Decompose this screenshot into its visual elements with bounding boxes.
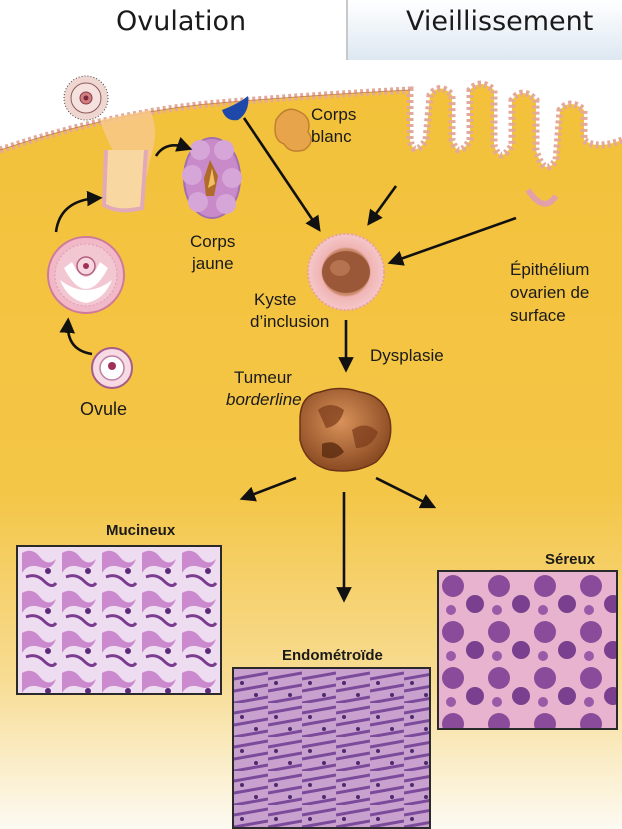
- label-kyste-line1: Kyste: [254, 290, 297, 310]
- inclusion-cyst: [308, 234, 384, 310]
- label-corps-jaune-line1: Corps: [190, 232, 235, 252]
- label-epithelium-line3: surface: [510, 306, 566, 326]
- header-vieillissement: Vieillissement: [406, 6, 593, 37]
- label-endometrioide: Endométroïde: [282, 646, 383, 666]
- label-corps-blanc-line2: blanc: [311, 127, 352, 147]
- label-mucineux: Mucineux: [106, 521, 175, 541]
- label-epithelium-line2: ovarien de: [510, 283, 589, 303]
- header-ovulation: Ovulation: [116, 6, 246, 37]
- histology-endometrioide-image: [232, 667, 431, 829]
- histology-sereux-image: [437, 570, 618, 730]
- label-sereux: Séreux: [545, 550, 595, 570]
- histology-mucineux-image: [16, 545, 222, 695]
- label-corps-blanc-line1: Corps: [311, 105, 356, 125]
- label-tumeur-line1: Tumeur: [234, 368, 292, 388]
- borderline-tumor: [300, 389, 391, 472]
- label-tumeur-line2: borderline: [226, 390, 302, 410]
- label-corps-jaune-line2: jaune: [192, 254, 234, 274]
- label-ovule: Ovule: [80, 399, 127, 419]
- follicle-growing: [48, 237, 124, 313]
- corps-jaune-cell: [182, 138, 242, 218]
- label-epithelium-line1: Épithélium: [510, 260, 589, 280]
- label-kyste-line2: d’inclusion: [250, 312, 329, 332]
- ovule-cell: [92, 348, 132, 388]
- label-dysplasie: Dysplasie: [370, 346, 444, 366]
